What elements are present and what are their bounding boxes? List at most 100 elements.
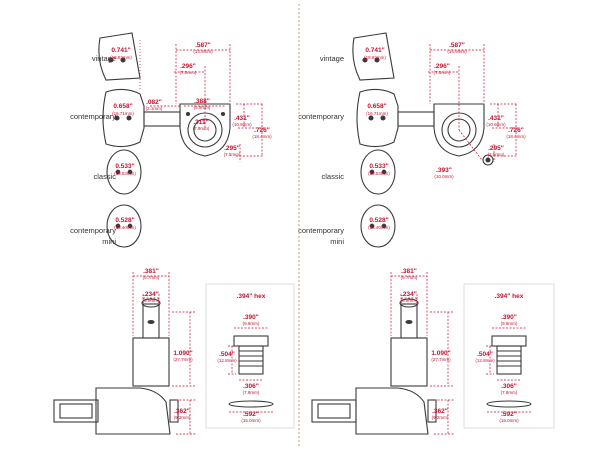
contemporary-size-mm: (16.71mm) xyxy=(112,111,134,116)
dimension-label: (9.2mm) xyxy=(432,415,449,420)
mount-screw-1 xyxy=(185,111,191,117)
label-contemporary-mini-2-r: mini xyxy=(330,237,344,246)
dim-504-mm: (12.8mm) xyxy=(217,358,237,363)
contemporary-button xyxy=(102,88,145,148)
mini-size-mm: (13.40mm) xyxy=(114,225,136,230)
tuner-shaft-r xyxy=(397,111,435,127)
contemporary-size: 0.658" xyxy=(113,103,132,110)
contemporary-button-r xyxy=(356,88,399,148)
dimension-label: (13.53mm) xyxy=(368,171,390,176)
tuner-button-side xyxy=(53,399,99,423)
dim-592: .592" xyxy=(243,411,259,418)
dim-1090: 1.090" xyxy=(173,350,192,357)
dimension-label: 0.658" xyxy=(367,103,386,110)
tuner-housing xyxy=(179,103,231,157)
dim-587: .587" xyxy=(195,42,211,49)
dimension-label: 1.090" xyxy=(431,350,450,357)
dim-390-mm: (9.9mm) xyxy=(243,321,260,326)
vintage-button xyxy=(98,32,141,81)
dimension-label: .362" xyxy=(432,408,448,415)
dimension-label: (5.9mm) xyxy=(401,298,418,303)
classic-hole-1 xyxy=(115,169,121,175)
dim-393-mm: (10.0mm) xyxy=(434,174,454,179)
tuner-housing-r xyxy=(433,103,485,157)
dim-726-mm: (18.4mm) xyxy=(252,134,272,139)
dimension-label: (12.8mm) xyxy=(475,358,495,363)
dimension-label: (7.5mm) xyxy=(488,152,505,157)
dimension-label: .390" xyxy=(501,314,517,321)
post-bushing xyxy=(132,337,170,387)
tuner-body xyxy=(95,387,171,435)
dimension-label: .592" xyxy=(501,411,517,418)
dimension-label: (27.7mm) xyxy=(431,357,451,362)
dim-306-mm: (7.8mm) xyxy=(243,390,260,395)
tuner-button-side-r xyxy=(311,399,357,423)
vintage-button-r xyxy=(352,32,395,81)
dim-text: 0.741" (18.82mm) 0.658" (16.71mm) 0.533"… xyxy=(110,42,526,423)
tuner-body-r xyxy=(355,387,429,435)
dimension-label: .431" xyxy=(488,115,504,122)
dim-295: .295" xyxy=(224,145,240,152)
dim-306: .306" xyxy=(243,383,259,390)
tuner-shaft xyxy=(143,111,181,127)
dimension-label: 0.741" xyxy=(365,47,384,54)
classic-size-mm: (13.53mm) xyxy=(114,171,136,176)
dim-431: .431" xyxy=(234,115,250,122)
right-dimensions xyxy=(390,44,531,435)
dim-592-mm: (15.0mm) xyxy=(241,418,261,423)
dimension-label: .234" xyxy=(401,291,417,298)
dimension-label: 0.533" xyxy=(369,163,388,170)
label-vintage: vintage xyxy=(91,54,116,63)
label-contemporary-mini-2: mini xyxy=(102,237,116,246)
dim-1090-mm: (27.7mm) xyxy=(173,357,193,362)
mini-hole-2 xyxy=(127,223,133,229)
bushing-box-r xyxy=(463,283,555,429)
classic-button-r xyxy=(360,149,396,195)
classic-size: 0.533" xyxy=(115,163,134,170)
post-string-hole xyxy=(147,319,155,325)
bushing-box xyxy=(205,283,295,429)
label-contemporary-mini-1-r: contemporary xyxy=(298,226,344,235)
dimension-label: .296" xyxy=(434,63,450,70)
dimension-label: .381" xyxy=(401,268,417,275)
dimension-label: (7.5mm) xyxy=(434,70,451,75)
washer xyxy=(228,400,274,408)
mini-hole-1 xyxy=(115,223,121,229)
dim-390: .390" xyxy=(243,314,259,321)
dimension-label: .295" xyxy=(488,145,504,152)
dimension-label: .726" xyxy=(508,127,524,134)
tuner-bottom-washer xyxy=(169,399,179,423)
dim-362: .362" xyxy=(174,408,190,415)
mini-button-r xyxy=(360,204,396,248)
vintage-hole-1 xyxy=(108,57,114,63)
tuner-tab-r xyxy=(482,154,494,166)
post-cap xyxy=(141,298,161,308)
dimension-label: 0.528" xyxy=(369,217,388,224)
contemporary-hole-2 xyxy=(126,115,132,121)
dim-587-mm: (14.9mm) xyxy=(193,49,213,54)
hex-nut xyxy=(233,335,269,347)
label-classic: classic xyxy=(93,172,116,181)
dim-295-mm: (7.5mm) xyxy=(224,152,241,157)
dim-504: .504" xyxy=(219,351,235,358)
dim-388: .388" xyxy=(194,98,210,105)
contemporary-hole-1 xyxy=(114,115,120,121)
classic-hole-2 xyxy=(127,169,133,175)
mini-size: 0.528" xyxy=(115,217,134,224)
mount-screw-2 xyxy=(220,111,226,117)
dim-726: .726" xyxy=(254,127,270,134)
left-panel xyxy=(53,32,295,435)
dim-388-mm: (9.9mm) xyxy=(194,105,211,110)
label-classic-r: classic xyxy=(321,172,344,181)
left-dimensions xyxy=(132,40,273,435)
dimension-label: (9.9mm) xyxy=(501,321,518,326)
dimension-label: (7.8mm) xyxy=(501,390,518,395)
vintage-hole-2 xyxy=(120,57,126,63)
dim-311: .311" xyxy=(193,119,208,126)
dim-234: .234" xyxy=(143,291,159,298)
tuner-button-inner xyxy=(59,403,93,419)
dim-431-mm: (10.9mm) xyxy=(232,122,252,127)
dim-234-mm: (5.9mm) xyxy=(143,298,160,303)
dimension-label: (14.9mm) xyxy=(447,49,467,54)
